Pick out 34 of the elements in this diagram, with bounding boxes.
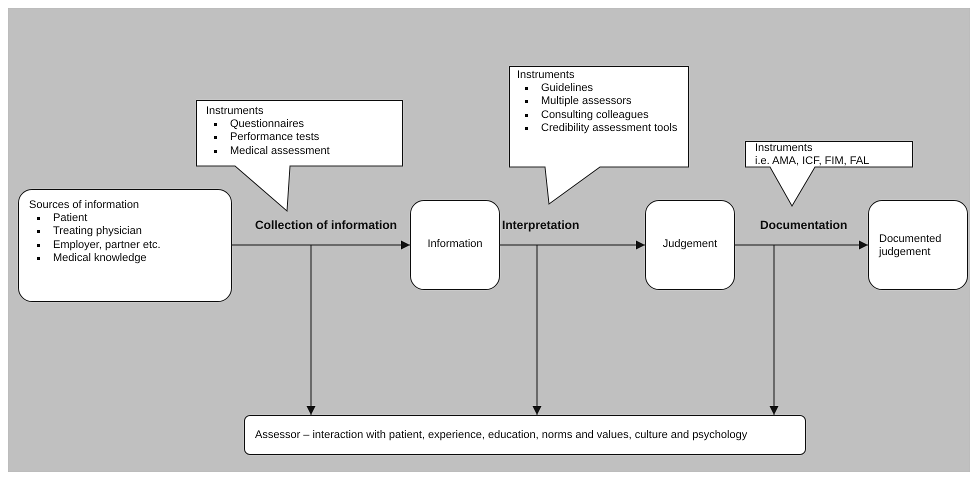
list-item: Medical knowledge (53, 252, 147, 264)
box-text: Judgement (662, 238, 718, 252)
edge-label: Collection of information (255, 218, 397, 232)
list-item: Guidelines (541, 82, 593, 94)
list-item: Multiple assessors (541, 95, 632, 108)
detail-text: i.e. AMA, ICF, FIM, FAL (755, 155, 870, 168)
arrow (770, 244, 778, 416)
arrow (306, 244, 316, 416)
process-box (868, 200, 968, 290)
box-text: Information (427, 238, 483, 252)
process-box (18, 189, 232, 302)
box-text: Assessor – interaction with patient, experience, education, norms and values, culture and psychology (255, 429, 748, 442)
list-item: Patient (53, 212, 88, 224)
list-item: Treating physician (53, 225, 142, 238)
arrow (500, 240, 646, 250)
list-item: Medical assessment (230, 144, 330, 157)
edge-label: Documentation (760, 218, 848, 232)
process-box (244, 415, 806, 455)
process-box (645, 200, 735, 290)
box-text: Documented judgement (879, 233, 942, 260)
list-item: Employer, partner etc. (53, 238, 161, 251)
arrow (734, 240, 868, 250)
list-item: Questionnaires (230, 118, 304, 130)
edge-label: Interpretation (502, 218, 580, 232)
list-item: Performance tests (230, 131, 320, 144)
list-item: Credibility assessment tools (541, 122, 678, 134)
list-item: Consulting colleagues (541, 108, 649, 121)
process-box (410, 200, 500, 290)
heading-text: Sources of information (29, 199, 140, 212)
box-text: Instruments (755, 142, 812, 156)
heading-text: Instruments (206, 105, 264, 118)
arrow (232, 240, 410, 250)
heading-text: Instruments (517, 69, 574, 82)
arrow (532, 244, 542, 416)
